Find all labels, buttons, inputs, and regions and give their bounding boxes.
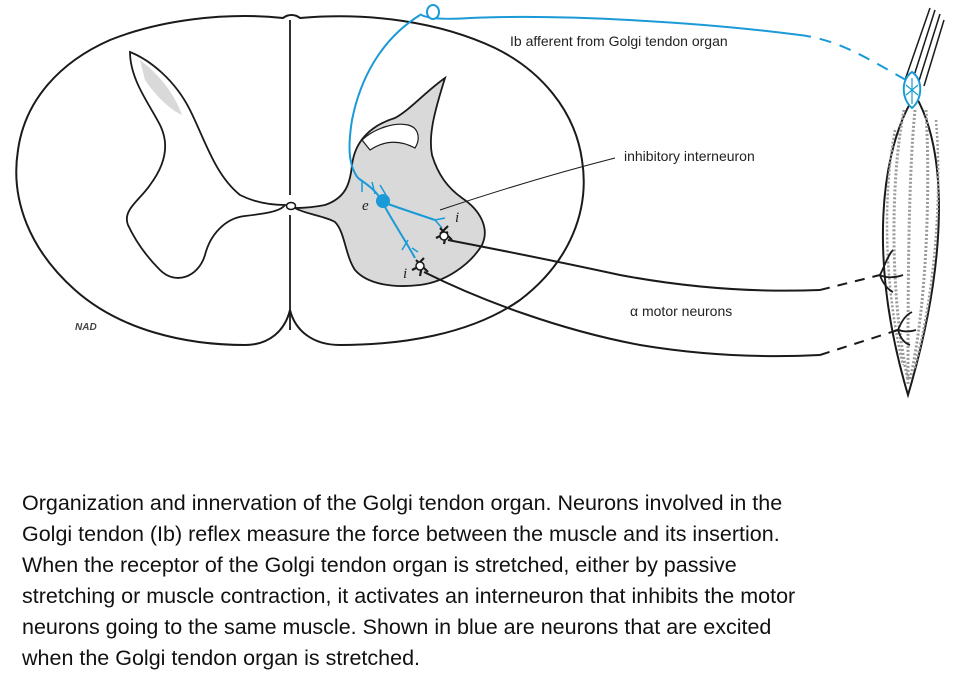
alpha-motor-neuron-axons	[423, 239, 917, 358]
caption-line: neurons going to the same muscle. Shown …	[22, 615, 772, 639]
interneuron-leader-line	[439, 157, 616, 211]
artist-signature: NAD	[75, 322, 97, 333]
golgi-tendon-reflex-diagram: Ib afferent from Golgi tendon organ inhi…	[15, 4, 945, 399]
excitatory-mark: e	[362, 198, 369, 214]
ib-afferent-label: Ib afferent from Golgi tendon organ	[510, 33, 728, 49]
lower-inhibitory-synapse	[411, 257, 429, 277]
spinal-cord-outline	[15, 14, 585, 347]
tendon	[904, 7, 945, 87]
inhibitory-interneuron-label: inhibitory interneuron	[624, 148, 755, 164]
central-canal	[285, 201, 297, 211]
caption-line: Organization and innervation of the Golg…	[22, 491, 783, 515]
excitatory-interneuron-soma	[376, 194, 390, 208]
muscle	[881, 93, 940, 399]
inhibitory-mark-lower: i	[403, 266, 407, 282]
alpha-motor-neurons-label: α motor neurons	[630, 303, 732, 319]
caption-line: stretching or muscle contraction, it act…	[22, 584, 796, 608]
right-gray-matter	[291, 75, 486, 287]
excitatory-interneuron-axons	[384, 203, 446, 259]
left-gray-matter	[125, 50, 287, 279]
caption-line: When the receptor of the Golgi tendon or…	[22, 553, 737, 577]
ib-afferent-neuron	[348, 4, 907, 199]
ib-dorsal-root-ganglion	[426, 4, 440, 20]
figure-caption: Organization and innervation of the Golg…	[22, 488, 952, 674]
inhibitory-interneuron	[435, 225, 453, 245]
right-dorsal-horn-cap	[361, 123, 419, 151]
inhibitory-mark-upper: i	[455, 210, 459, 226]
caption-line: Golgi tendon (Ib) reflex measure the for…	[22, 522, 780, 546]
left-dorsal-horn-shading	[140, 60, 182, 115]
golgi-tendon-organ-fibers	[905, 78, 919, 104]
caption-line: when the Golgi tendon organ is stretched…	[22, 646, 421, 670]
